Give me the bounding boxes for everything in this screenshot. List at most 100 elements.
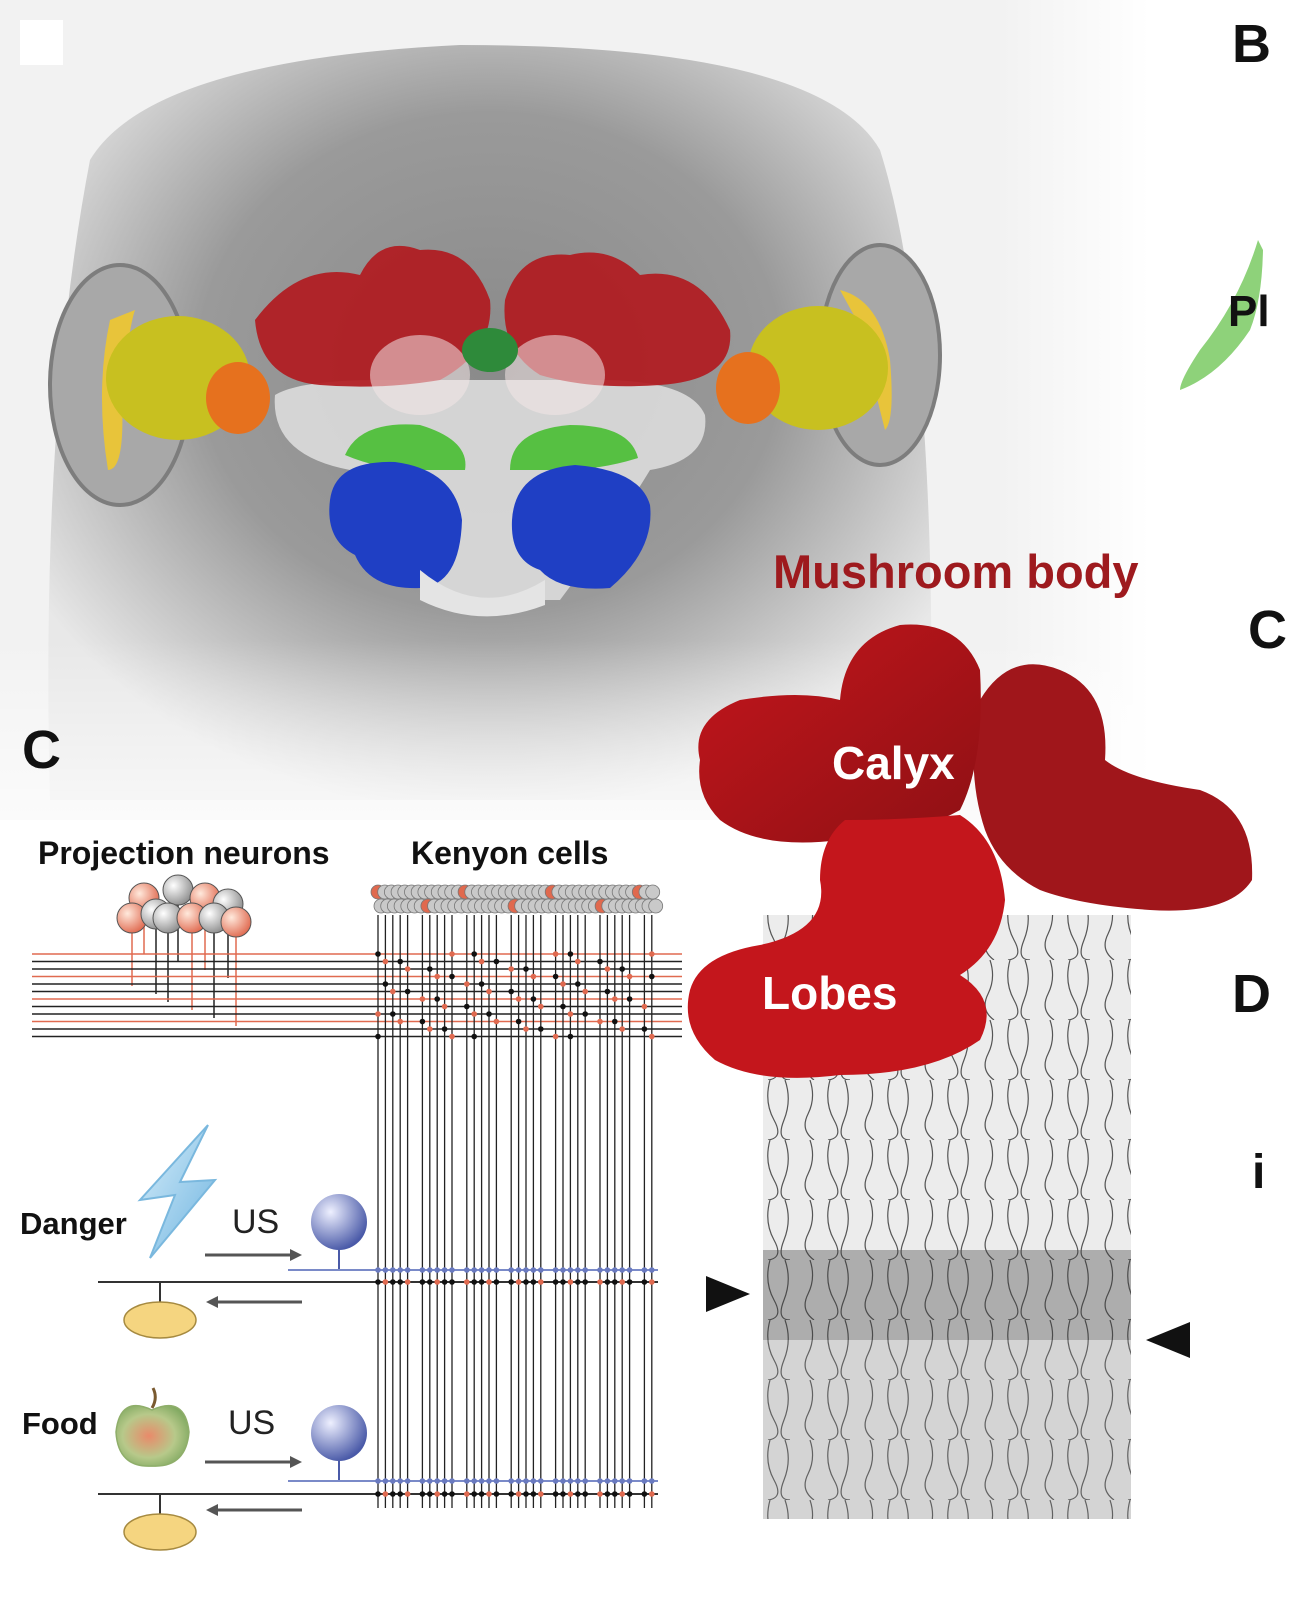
synapse-dot [464,1003,470,1010]
panel-b-label: B [1232,14,1271,74]
synapse-dot [641,1003,648,1010]
us-synapse-dot [560,1478,566,1484]
output-synapse-dot [538,1491,544,1497]
synapse-dot [471,951,478,957]
output-synapse-dot [560,1279,566,1285]
us-synapse-dot [464,1267,470,1273]
synapse-dot [486,1011,492,1017]
us-synapse-dot [397,1478,404,1484]
us-synapse-dot [567,1478,574,1484]
panel-d-arrowhead [1146,1322,1190,1358]
output-synapse-dot [390,1279,396,1285]
projection-neuron-axons [32,953,682,1038]
us-synapse-dot [626,1267,633,1273]
us-synapse-dot [612,1478,618,1484]
us-synapse-dot [641,1267,648,1273]
us-synapse-dot [471,1478,478,1484]
output-synapse-dot [582,1491,588,1497]
output-synapse-dot [382,1279,389,1285]
output-synapse-dot [575,1491,581,1497]
food-label: Food [22,1406,98,1441]
output-synapse-dot [441,1491,448,1497]
us-synapse-dot [612,1267,618,1273]
output-synapse-dot [397,1491,404,1497]
panel-b-cut-label: Pl [1228,287,1270,336]
synapse-dot [604,966,611,972]
output-arrow-food [206,1504,302,1516]
us-synapse-dot [441,1267,448,1273]
output-synapse-dot [641,1491,648,1497]
synapse-dot [626,996,633,1002]
panel-c-cut-label: C [1248,600,1287,660]
synapse-dot [390,988,396,995]
output-synapse-dot [427,1491,433,1497]
synapse-dot [449,951,455,957]
brain-reconstruction [101,245,892,617]
output-synapse-dot [552,1279,559,1285]
us-synapse-dot [575,1267,581,1273]
us-synapse-dot [523,1267,529,1273]
us-synapse-dot [486,1267,492,1273]
synapse-dot [375,1011,381,1017]
output-synapse-dot [419,1279,426,1285]
output-synapse-dot [523,1279,529,1285]
output-synapse-dot [478,1491,485,1497]
us-synapse-dot [493,1267,500,1273]
synapse-dot [478,958,485,965]
synapse-dot [552,973,559,980]
us-synapse-dot [486,1478,492,1484]
central-complex [462,328,518,372]
output-synapse-dot [404,1279,411,1285]
us-synapse-dot [649,1478,655,1484]
us-synapse-dot [478,1267,485,1273]
kc-soma [645,884,661,900]
synapse-dot [575,981,581,987]
us-synapse-dot [382,1478,389,1484]
projection-neurons-label: Projection neurons [38,835,330,871]
us-synapse-dot [575,1478,581,1484]
us-synapse-dot [419,1267,426,1273]
synapse-dot [434,973,441,980]
kc-output-synapses [375,1267,655,1497]
us-synapse-dot [397,1267,404,1273]
output-synapse-dot [508,1491,514,1497]
synapse-dot [649,973,655,980]
synapse-dot [427,966,433,972]
us-synapse-dot [493,1478,500,1484]
output-synapse-dot [567,1279,574,1285]
synapse-dot [619,966,625,972]
lightning-icon [137,1124,218,1259]
synapse-dot [649,1033,655,1040]
us-synapse-dot [597,1478,603,1484]
us-synapse-dot [375,1267,381,1273]
output-synapse-dot [626,1491,633,1497]
us-synapse-dot [449,1478,455,1484]
output-synapse-dot [427,1279,433,1285]
synapse-dot [382,958,389,965]
kc-soma [648,898,664,914]
synapse-dot [523,1026,529,1032]
projection-neuron-somata [116,874,252,1026]
synapse-dot [515,996,522,1002]
synapse-dot [552,1033,559,1040]
panel-a-label-box [20,20,63,65]
synapse-dot [612,1018,618,1025]
us-synapse-dot [582,1267,588,1273]
output-synapse-dot [404,1491,411,1497]
output-synapse-dot [493,1491,500,1497]
output-synapse-dot [493,1279,500,1285]
calyx-label: Calyx [832,737,955,789]
synapse-dot [449,1033,455,1040]
synapse-dot [493,1018,500,1025]
synapse-dot [508,966,514,972]
output-synapse-dot [597,1491,603,1497]
output-synapse-dot [604,1279,611,1285]
output-synapse-dot [434,1491,441,1497]
panel-d-cut-text: i [1252,1146,1265,1199]
output-synapse-dot [486,1279,492,1285]
us-neuron-food [311,1405,367,1461]
synapse-dot [375,1033,381,1040]
synapse-dot [441,1026,448,1032]
output-synapse-dot [449,1279,455,1285]
synapse-dot [649,951,655,957]
